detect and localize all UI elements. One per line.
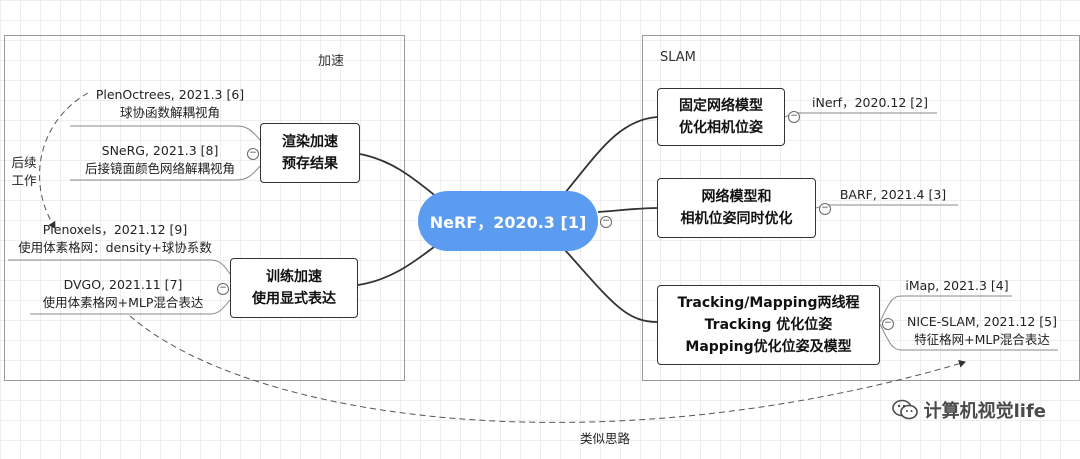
node-train-line2: 使用显式表达 (252, 291, 336, 307)
leaf-snerg-desc: 后接镜面颜色网络解耦视角 (84, 161, 235, 176)
watermark: 计算机视觉life (891, 397, 1046, 423)
edge-train-dvgo (30, 299, 231, 315)
leaf-plenoctrees-desc: 球协函数解耦视角 (119, 105, 220, 120)
collapse-toggle-render[interactable]: − (247, 148, 259, 160)
dashed-similar-arrow (129, 315, 966, 423)
leaf-dvgo-title: DVGO, 2021.11 [7] (63, 277, 183, 292)
leaf-plenoxels-desc: 使用体素格网：density+球协系数 (18, 240, 212, 255)
node-train-acceleration[interactable]: 训练加速 使用显式表达 (230, 258, 358, 318)
collapse-toggle-train[interactable]: − (217, 283, 229, 295)
leaf-snerg-title: SNeRG, 2021.3 [8] (101, 143, 219, 158)
node-render-line2: 预存结果 (282, 156, 338, 172)
edge-tracking-niceslam (879, 323, 1058, 351)
edge-center-train (357, 243, 439, 286)
node-train-line1: 训练加速 (266, 269, 322, 285)
node-fixed-line2: 优化相机位姿 (679, 120, 763, 136)
edge-center-joint (597, 207, 658, 213)
edge-render-plenoctrees (70, 125, 261, 141)
leaf-niceslam-desc: 特征格网+MLP混合表达 (914, 332, 1050, 347)
edge-render-snerg (70, 165, 261, 181)
node-tracking-line3: Mapping优化位姿及模型 (685, 339, 852, 355)
acceleration-frame (4, 35, 405, 381)
center-node-nerf[interactable]: NeRF，2020.3 [1] (418, 191, 598, 251)
note-similar-approach: 类似思路 (579, 431, 630, 446)
leaf-inerf[interactable]: iNerf，2020.12 [2] (812, 95, 928, 110)
leaf-niceslam[interactable]: NICE-SLAM, 2021.12 [5] 特征格网+MLP混合表达 (902, 313, 1062, 349)
leaf-imap[interactable]: iMap, 2021.3 [4] (905, 278, 1009, 293)
node-joint-line2: 相机位姿同时优化 (680, 211, 793, 227)
edge-joint-barf (815, 204, 958, 209)
collapse-toggle-fixed[interactable]: − (788, 111, 800, 123)
leaf-barf[interactable]: BARF, 2021.4 [3] (839, 187, 947, 202)
node-joint-optimization[interactable]: 网络模型和 相机位姿同时优化 (657, 178, 816, 238)
collapse-toggle-joint[interactable]: − (819, 203, 831, 215)
leaf-snerg[interactable]: SNeRG, 2021.3 [8] 后接镜面颜色网络解耦视角 (70, 142, 250, 178)
acceleration-frame-title: 加速 (318, 54, 345, 69)
slam-frame-title: SLAM (660, 50, 696, 65)
node-render-acceleration[interactable]: 渲染加速 预存结果 (260, 123, 360, 183)
node-fixed-line1: 固定网络模型 (679, 98, 763, 114)
leaf-niceslam-title: NICE-SLAM, 2021.12 [5] (906, 314, 1057, 329)
watermark-text: 计算机视觉life (923, 401, 1046, 422)
node-render-line1: 渲染加速 (282, 134, 338, 150)
note-followup-line2: 工作 (11, 173, 37, 188)
note-followup: 后续 工作 (8, 154, 40, 190)
leaf-plenoctrees-title: PlenOctrees, 2021.3 [6] (95, 87, 245, 102)
node-tracking-line2: Tracking 优化位姿 (704, 317, 833, 333)
collapse-toggle-center[interactable]: − (600, 216, 612, 228)
leaf-plenoctrees[interactable]: PlenOctrees, 2021.3 [6] 球协函数解耦视角 (90, 86, 250, 122)
leaf-dvgo[interactable]: DVGO, 2021.11 [7] 使用体素格网+MLP混合表达 (28, 276, 218, 312)
edge-center-render (359, 153, 439, 199)
leaf-plenoxels-title: Plenoxels，2021.12 [9] (42, 222, 188, 237)
node-joint-line1: 网络模型和 (701, 189, 772, 205)
edge-fixed-inerf (784, 112, 937, 118)
edge-tracking-imap (879, 295, 1012, 323)
node-fixed-network[interactable]: 固定网络模型 优化相机位姿 (657, 88, 785, 146)
wechat-icon (891, 399, 918, 420)
edge-center-fixed (564, 116, 658, 194)
node-tracking-line1: Tracking/Mapping两线程 (677, 295, 860, 311)
node-tracking-mapping[interactable]: Tracking/Mapping两线程 Tracking 优化位姿 Mappin… (657, 285, 880, 365)
leaf-dvgo-desc: 使用体素格网+MLP混合表达 (42, 295, 204, 310)
note-followup-line1: 后续 (11, 155, 37, 170)
collapse-toggle-tracking[interactable]: − (882, 318, 894, 330)
edge-center-tracking (564, 249, 658, 323)
leaf-plenoxels[interactable]: Plenoxels，2021.12 [9] 使用体素格网：density+球协系… (10, 221, 220, 257)
edge-train-plenoxels (8, 259, 231, 275)
